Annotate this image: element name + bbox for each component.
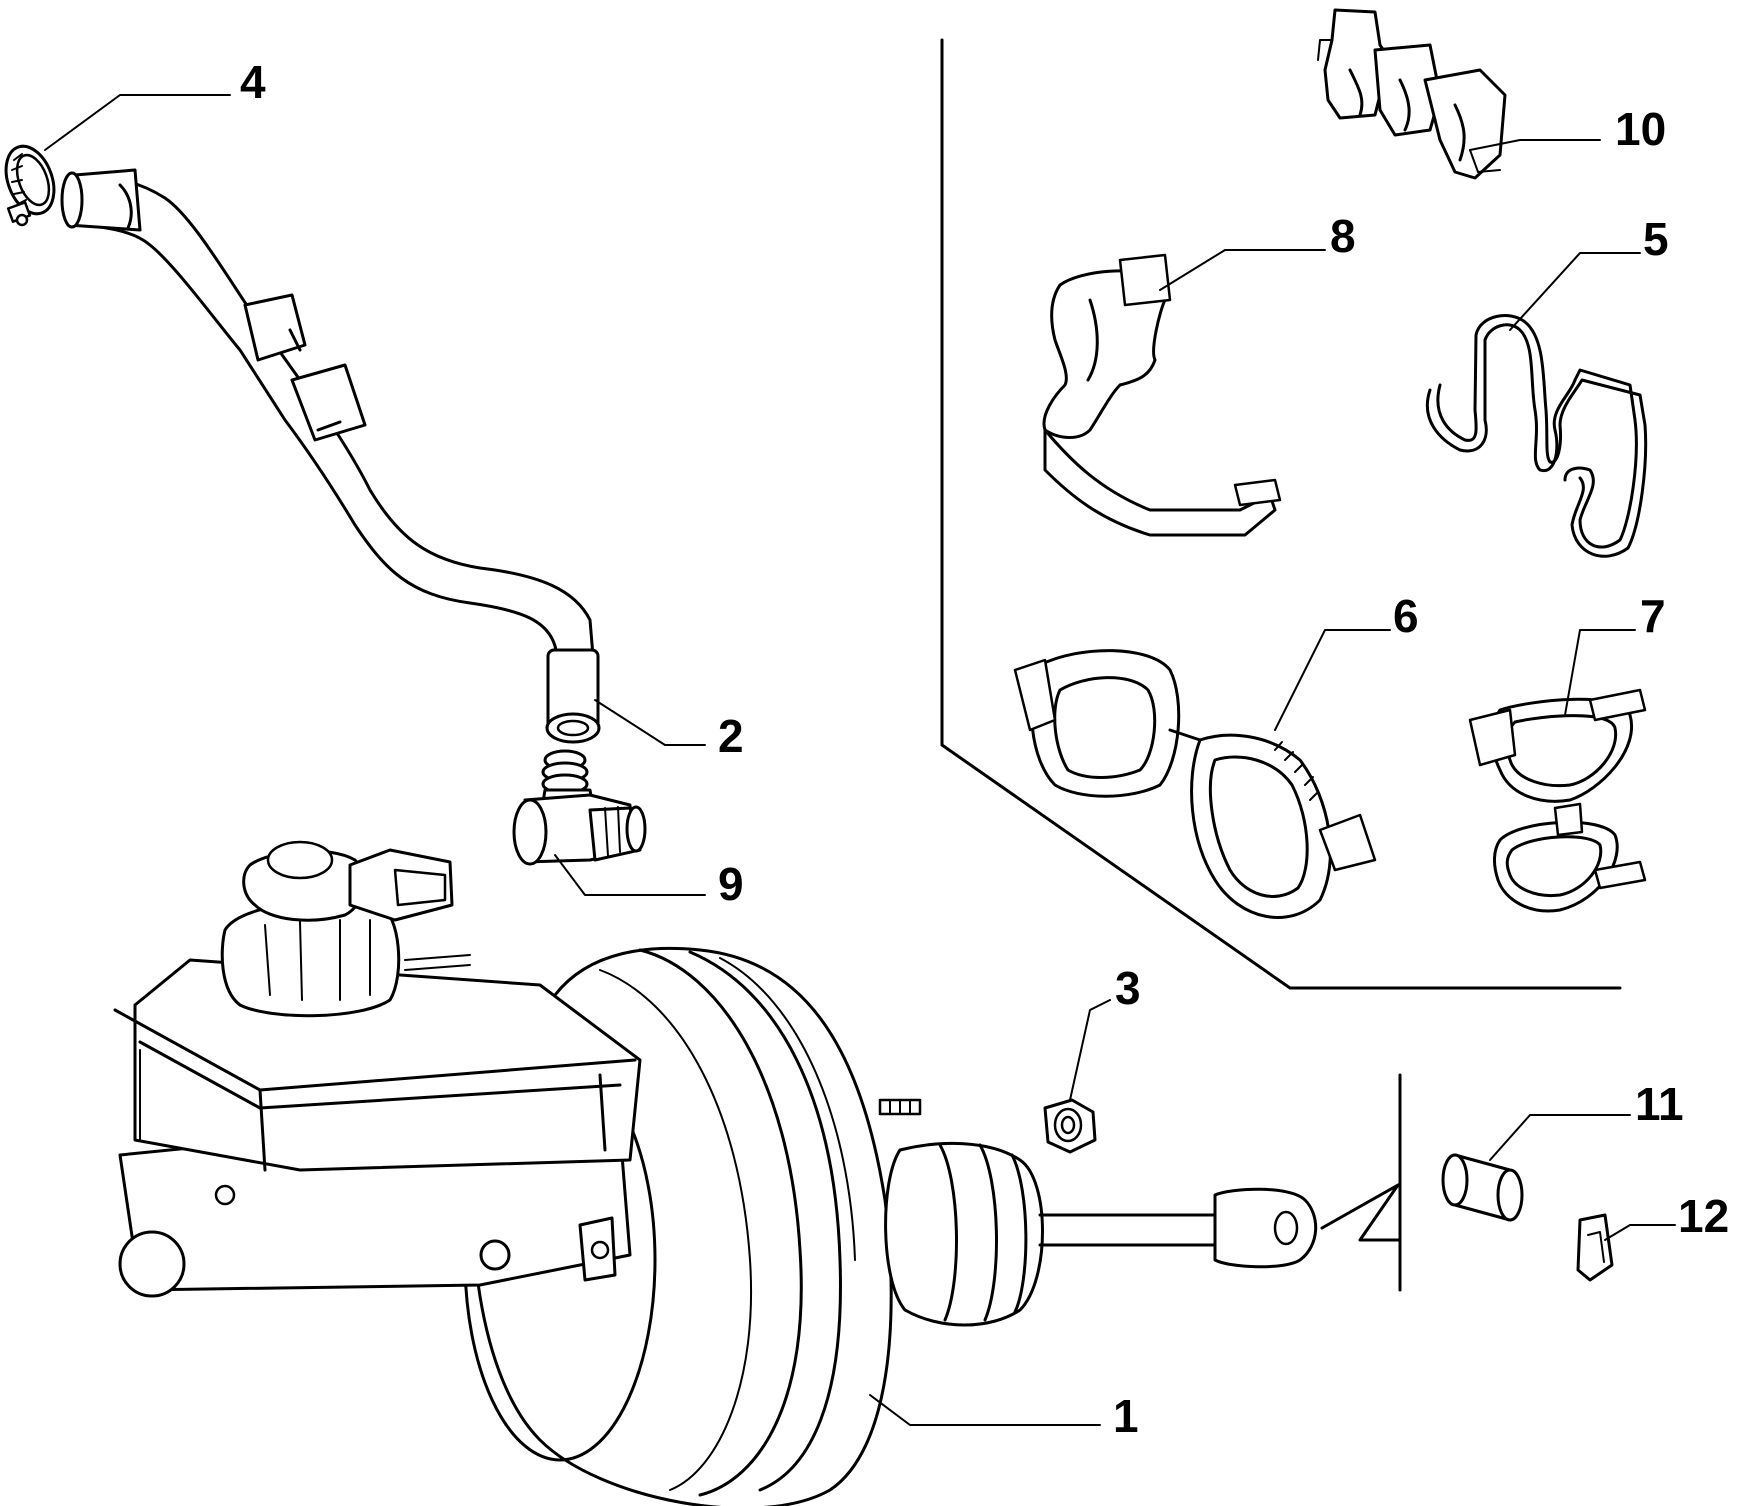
leader-8 bbox=[1159, 249, 1326, 291]
inset-panel-border bbox=[940, 38, 1622, 990]
brake-servo-1 bbox=[113, 840, 1318, 1506]
leader-10 bbox=[1469, 139, 1601, 151]
leader-lines bbox=[44, 94, 1676, 1426]
leader-4 bbox=[44, 94, 231, 151]
triple-clip-10 bbox=[1317, 8, 1507, 180]
label-7: 7 bbox=[1640, 590, 1666, 642]
label-2: 2 bbox=[718, 710, 744, 762]
leader-12 bbox=[1604, 1224, 1676, 1241]
label-4: 4 bbox=[240, 56, 266, 108]
hose-clamp-4 bbox=[4, 144, 56, 227]
retaining-clip-12 bbox=[1576, 1213, 1614, 1282]
leader-2 bbox=[594, 699, 706, 746]
label-12: 12 bbox=[1678, 1190, 1729, 1242]
leader-3 bbox=[1069, 999, 1111, 1101]
double-pipe-clip-7 bbox=[1468, 688, 1647, 913]
part-labels: 4 2 9 1 3 10 8 5 6 7 11 12 bbox=[240, 56, 1729, 1442]
leader-7 bbox=[1564, 629, 1636, 716]
pin-group-bracket bbox=[1320, 1073, 1402, 1292]
leader-5 bbox=[1509, 252, 1641, 331]
label-5: 5 bbox=[1643, 213, 1669, 265]
label-9: 9 bbox=[718, 858, 744, 910]
leader-11 bbox=[1489, 1114, 1631, 1161]
check-valve-9 bbox=[512, 749, 647, 866]
leader-1 bbox=[869, 1394, 1101, 1426]
pipe-bracket-clip-8 bbox=[1042, 253, 1282, 537]
double-pipe-clip-6 bbox=[1013, 649, 1377, 919]
label-3: 3 bbox=[1115, 962, 1141, 1014]
clevis-pin-11 bbox=[1441, 1153, 1524, 1222]
nut-3 bbox=[1043, 1098, 1097, 1154]
label-6: 6 bbox=[1393, 590, 1419, 642]
leader-9 bbox=[554, 854, 706, 896]
label-8: 8 bbox=[1330, 210, 1356, 262]
label-10: 10 bbox=[1615, 103, 1666, 155]
label-1: 1 bbox=[1113, 1390, 1139, 1442]
leader-6 bbox=[1274, 629, 1391, 731]
label-11: 11 bbox=[1635, 1078, 1684, 1130]
wire-clip-5 bbox=[1425, 314, 1648, 558]
vacuum-hose-2 bbox=[60, 168, 601, 744]
